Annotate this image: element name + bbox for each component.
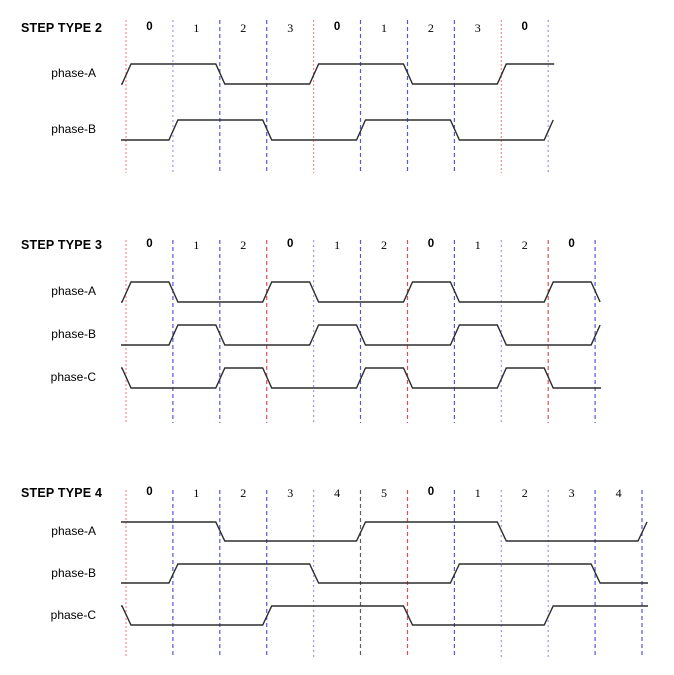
step-number: 0 bbox=[427, 238, 435, 250]
phase-a-label: phase-A bbox=[51, 284, 96, 298]
section-title-step-type-3: STEP TYPE 3 bbox=[21, 238, 103, 252]
waveform-phase-B bbox=[121, 119, 554, 141]
waveform-phase-A bbox=[121, 63, 555, 85]
step-number: 2 bbox=[521, 238, 528, 252]
phase-a-label: phase-A bbox=[51, 523, 96, 538]
step-number: 2 bbox=[240, 21, 247, 35]
waveform-phase-C bbox=[121, 605, 648, 626]
step-number: 4 bbox=[334, 486, 341, 500]
phase-c-label: phase-C bbox=[50, 370, 96, 384]
step-number: 0 bbox=[286, 238, 294, 250]
step-number: 1 bbox=[334, 238, 341, 252]
step-number: 1 bbox=[193, 486, 200, 500]
step-number: 3 bbox=[568, 486, 575, 500]
waveform-phase-A bbox=[121, 281, 601, 303]
phase-b-label: phase-B bbox=[51, 122, 96, 136]
waveform-phase-C bbox=[121, 367, 602, 389]
section-title-step-type-2: STEP TYPE 2 bbox=[21, 21, 103, 35]
step-number: 0 bbox=[568, 238, 575, 250]
step-number: 1 bbox=[381, 21, 387, 35]
step-number: 0 bbox=[146, 238, 153, 250]
waveform-phase-A bbox=[121, 521, 648, 542]
step-number: 1 bbox=[474, 486, 481, 500]
step-number: 0 bbox=[333, 21, 341, 33]
step-number: 1 bbox=[193, 238, 200, 252]
phase-c-label: phase-C bbox=[50, 607, 96, 622]
step-number: 0 bbox=[146, 486, 153, 498]
step-number: 1 bbox=[474, 238, 481, 252]
step-number: 2 bbox=[521, 486, 528, 500]
step-number: 2 bbox=[381, 238, 387, 252]
phase-b-label: phase-B bbox=[51, 327, 96, 341]
step-number: 0 bbox=[521, 21, 528, 33]
step-number: 2 bbox=[240, 238, 247, 252]
step-number: 1 bbox=[193, 21, 200, 35]
section-title-step-type-4: STEP TYPE 4 bbox=[21, 486, 103, 500]
step-number: 3 bbox=[287, 21, 294, 35]
step-number: 3 bbox=[287, 486, 294, 500]
step-number: 3 bbox=[474, 21, 481, 35]
step-number: 2 bbox=[240, 486, 247, 500]
waveform-phase-B bbox=[121, 324, 601, 346]
step-number: 0 bbox=[146, 21, 153, 33]
waveform-phase-B bbox=[121, 563, 648, 584]
step-number: 0 bbox=[427, 486, 435, 498]
step-number: 5 bbox=[381, 486, 387, 500]
phase-b-label: phase-B bbox=[51, 565, 96, 580]
step-number: 4 bbox=[615, 486, 622, 500]
phase-a-label: phase-A bbox=[51, 66, 96, 80]
step-number: 2 bbox=[427, 21, 434, 35]
